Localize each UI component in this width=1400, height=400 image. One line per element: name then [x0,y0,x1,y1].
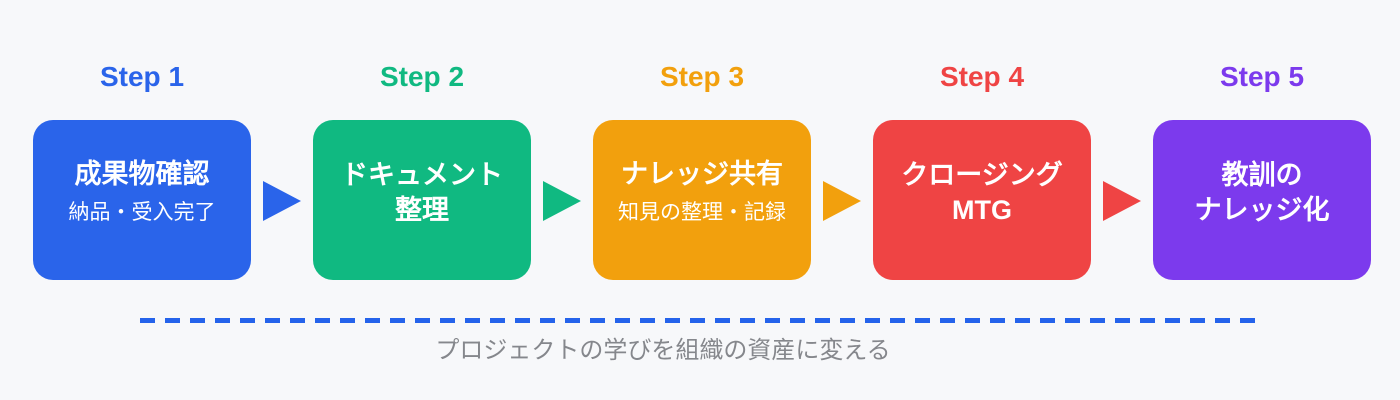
step-card: 教訓の ナレッジ化 [1153,119,1371,280]
step-title-line: ナレッジ化 [1194,194,1330,225]
step-title-line: ナレッジ共有 [621,159,783,190]
arrow-wrap [1091,60,1153,221]
step-label: Step 4 [939,61,1025,92]
step-card: クロージング MTG [873,119,1091,280]
flow-caption: プロジェクトの学びを組織の資産に変える [435,337,891,364]
dashed-divider [140,318,1258,323]
step-card: 成果物確認 納品・受入完了 [33,119,251,280]
step-column-2: Step 2 ドキュメント 整理 [313,60,531,280]
step-label: Step 2 [379,61,465,92]
arrow-right-icon [823,181,861,221]
step-label: Step 1 [99,61,185,92]
arrow-wrap [811,60,873,221]
step-card: ナレッジ共有 知見の整理・記録 [593,119,811,280]
arrow-wrap [251,60,313,221]
step-label: Step 3 [659,61,745,92]
step-label: Step 5 [1219,61,1305,92]
step-title-line: 成果物確認 [74,159,210,190]
step-title-line: ドキュメント [341,159,503,190]
arrow-right-icon [263,181,301,221]
step-column-5: Step 5 教訓の ナレッジ化 [1153,60,1371,280]
steps-row: Step 1 成果物確認 納品・受入完了 Step 2 ドキュメント 整理 St… [33,60,1371,280]
step-subtitle: 納品・受入完了 [68,201,216,225]
step-column-4: Step 4 クロージング MTG [873,60,1091,280]
step-title-line: 整理 [395,194,449,225]
arrow-wrap [531,60,593,221]
step-title-line: 教訓の [1221,159,1303,190]
arrow-right-icon [543,181,581,221]
step-card: ドキュメント 整理 [313,119,531,280]
step-title-line: MTG [952,194,1012,225]
step-column-3: Step 3 ナレッジ共有 知見の整理・記録 [593,60,811,280]
arrow-right-icon [1103,181,1141,221]
step-subtitle: 知見の整理・記録 [618,201,786,225]
step-column-1: Step 1 成果物確認 納品・受入完了 [33,60,251,280]
step-title-line: クロージング [901,159,1063,190]
